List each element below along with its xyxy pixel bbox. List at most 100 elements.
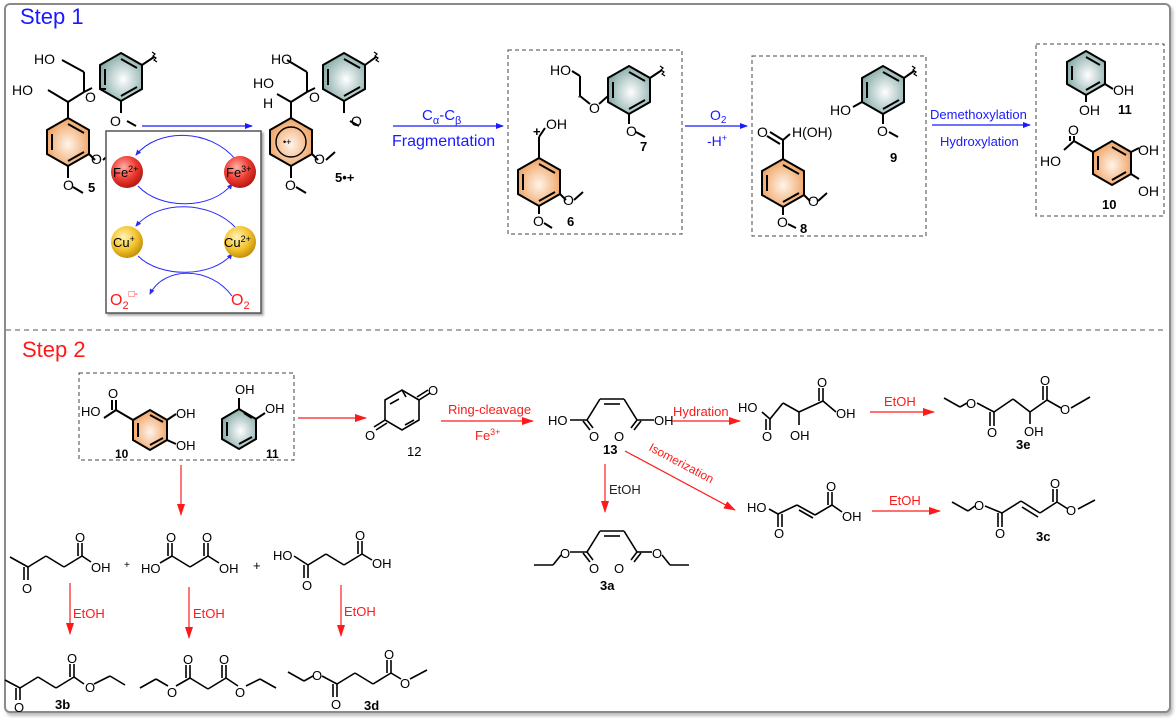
malonate-atom-O-carbonyl-a: O — [183, 652, 193, 667]
compound-5rad-atom-H: H — [263, 95, 273, 111]
succinic-atom-O-a: O — [302, 578, 312, 593]
arrow-isomerization-label: Isomerization — [647, 440, 717, 486]
compound-11-step1-label: 11 — [1118, 102, 1132, 117]
compound-8-atom-O-3: O — [808, 193, 819, 209]
compound-8-atom-O-carbonyl: O — [757, 124, 768, 140]
compound-fumaric-acid — [768, 492, 843, 527]
compound-3a-label: 3a — [600, 578, 615, 593]
fe3-ball — [224, 156, 256, 188]
compound-11-step1 — [1066, 49, 1114, 102]
plus-1: + — [124, 560, 130, 571]
levulinic-atom-O-acid: O — [75, 530, 85, 545]
compound-3c-label: 3c — [1036, 529, 1050, 544]
compound-11-step1-atom-OH-b: OH — [1079, 102, 1100, 118]
arrow-etoh-malonate-label: EtOH — [193, 606, 225, 621]
compound-11-step1-atom-OH-a: OH — [1113, 82, 1134, 98]
compound-10-step1-atom-OH-4: OH — [1138, 183, 1159, 199]
compound-6-label: 6 — [567, 214, 574, 229]
3e-atom-OH: OH — [1024, 424, 1044, 439]
compound-5-atom-HO: HO — [12, 82, 33, 98]
fumaric-atom-OH: OH — [842, 509, 862, 524]
compound-8-atom-O-4: O — [777, 214, 788, 230]
compound-13-atom-O-a: O — [589, 429, 599, 444]
compound-5rad-atom-O-ether: O — [309, 89, 320, 105]
succinic-atom-HO: HO — [273, 548, 293, 563]
malonic-atom-HO: HO — [141, 561, 161, 576]
compound-6-atom-OH: OH — [546, 116, 567, 132]
compound-11-step2-atom-OH-b: OH — [265, 401, 285, 416]
succinic-atom-O-b: O — [355, 528, 365, 543]
compound-10-step1-atom-O: O — [1068, 122, 1079, 138]
succinic-atom-OH: OH — [372, 556, 392, 571]
compound-5-atom-HO-top: HO — [34, 51, 55, 67]
3d-atom-O-carbonyl-b: O — [384, 647, 394, 662]
arrow-etoh-3d-label: EtOH — [344, 604, 376, 619]
compound-13-label: 13 — [603, 442, 617, 457]
compound-diethyl-malonate — [139, 665, 277, 690]
compound-10-step1 — [1063, 136, 1140, 187]
compound-5rad-atom-O-4: O — [285, 177, 296, 193]
malonic-atom-O-a: O — [166, 530, 176, 545]
compound-5rad-atom-HO-top: HO — [271, 51, 292, 67]
malonic-atom-OH: OH — [219, 561, 239, 576]
fumaric-atom-O-a: O — [774, 526, 784, 541]
fumaric-atom-O-b: O — [826, 479, 836, 494]
arrow-oxidation-top-label: O2 — [710, 107, 727, 126]
compound-12 — [373, 389, 431, 431]
compound-10-step2 — [103, 400, 177, 452]
compound-levulinic-acid — [9, 543, 92, 580]
compound-5 — [46, 51, 158, 194]
compound-5-atom-O-methoxy-3: O — [91, 151, 102, 167]
malic-atom-O-a: O — [762, 429, 772, 444]
3c-atom-O-ester-b: O — [1066, 503, 1076, 518]
compound-malic-acid — [761, 388, 837, 430]
compound-13-atom-HO: HO — [548, 413, 568, 428]
3e-atom-O-ester-a: O — [966, 396, 976, 411]
compound-9-atom-O-methoxy: O — [877, 123, 888, 139]
arrow-etoh-3c-label: EtOH — [889, 493, 921, 508]
arrow-hydration-label: Hydration — [673, 404, 729, 419]
compound-13 — [570, 398, 654, 431]
plus-2: + — [253, 558, 261, 573]
3a-atom-O-ester-a: O — [560, 546, 570, 561]
compound-8-label: 8 — [800, 221, 807, 236]
arrow-ring-cleavage-bottom-label: Fe3+ — [475, 427, 500, 443]
3d-atom-O-ester-a: O — [312, 668, 322, 683]
compound-7-label: 7 — [640, 139, 647, 154]
compound-8 — [761, 131, 828, 229]
box-10-11 — [1035, 43, 1165, 217]
3e-atom-O-carbonyl-a: O — [987, 425, 997, 440]
compound-3a — [534, 530, 689, 566]
arrow-ring-cleavage-top-label: Ring-cleavage — [448, 402, 531, 417]
3a-atom-O-carbonyl-b: O — [614, 561, 624, 576]
malic-atom-OH-alpha: OH — [790, 428, 810, 443]
compound-3d-label: 3d — [364, 698, 379, 713]
compound-11-step2-atom-OH-a: OH — [235, 382, 255, 397]
box-6-7 — [507, 49, 683, 235]
compound-9 — [852, 64, 918, 138]
compound-6 — [517, 127, 584, 229]
arrow-demethoxylation-bottom-label: Hydroxylation — [940, 134, 1019, 149]
fe2-ball — [111, 156, 143, 188]
3e-atom-O-ester-b: O — [1060, 402, 1070, 417]
malic-atom-O-b: O — [817, 375, 827, 390]
step1-title: Step 1 — [20, 4, 84, 29]
compound-10-step2-atom-O: O — [108, 386, 118, 401]
arrow-etoh-3a-label: EtOH — [609, 482, 641, 497]
compound-5rad-atom-O-3: O — [314, 151, 325, 167]
fumaric-atom-HO: HO — [747, 500, 767, 515]
step2-title: Step 2 — [22, 337, 86, 362]
compound-5-atom-O-ether: O — [85, 89, 96, 105]
arrow-oxidation-bottom-label: -H+ — [707, 133, 727, 149]
levulinic-atom-OH: OH — [91, 560, 111, 575]
compound-11-step2 — [221, 398, 266, 451]
compound-6-atom-O-3: O — [563, 192, 574, 208]
compound-7-atom-O-methoxy: O — [626, 123, 637, 139]
compound-3e — [943, 386, 1091, 426]
compound-12-atom-O-bottom: O — [365, 428, 375, 443]
3e-atom-O-carbonyl-b: O — [1040, 373, 1050, 388]
levulinic-atom-O-keto: O — [22, 581, 32, 596]
compound-5-atom-O-methoxy-teal: O — [110, 113, 121, 129]
compound-5rad-atom-HO: HO — [253, 75, 274, 91]
